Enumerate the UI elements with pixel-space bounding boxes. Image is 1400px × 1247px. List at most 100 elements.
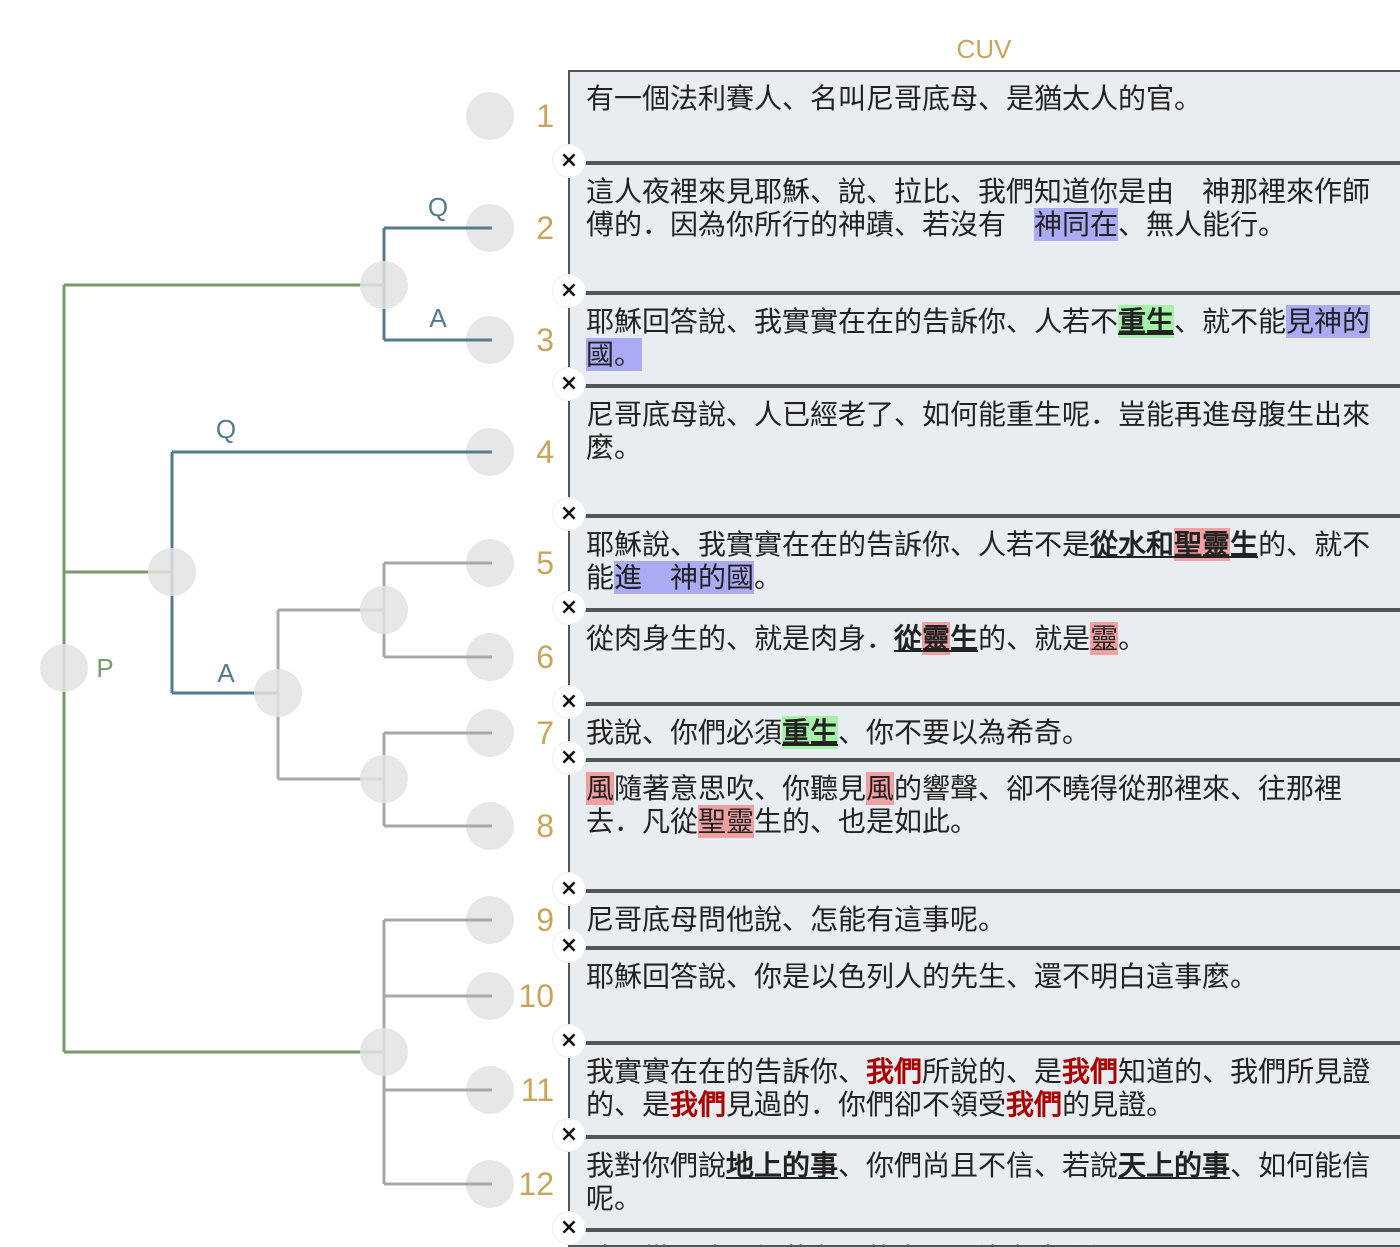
- verse-phrase: 我實實在在的告訴你、: [586, 1055, 867, 1088]
- group-node[interactable]: [148, 548, 196, 596]
- verse-phrase: 所說的、是: [922, 1055, 1063, 1088]
- verse-phrase: 的見證。: [1062, 1088, 1175, 1121]
- verse-phrase: 、你們尚且不信、若說: [838, 1149, 1119, 1182]
- verse-text-6: 從肉身生的、就是肉身．從靈生的、就是靈。: [568, 610, 1400, 704]
- highlighted-phrase: 聖靈: [698, 805, 755, 838]
- verse-number-7: 7: [536, 715, 554, 751]
- verse-phrase: 的、就不能: [586, 528, 1371, 594]
- remove-break-button[interactable]: ×: [553, 275, 585, 307]
- verse-number-4: 4: [536, 434, 554, 470]
- highlighted-phrase: 重生: [782, 716, 839, 749]
- highlighted-phrase: 我們: [1006, 1088, 1063, 1121]
- verse-text-10: 耶穌回答說、你是以色列人的先生、還不明白這事麼。: [568, 948, 1400, 1043]
- group-node[interactable]: [360, 1028, 408, 1076]
- highlighted-phrase: 風: [866, 772, 895, 805]
- verse-phrase: 隨著意思吹、你聽見: [614, 772, 867, 805]
- verse-text-9: 尼哥底母問他說、怎能有這事呢。: [568, 891, 1400, 948]
- group-node[interactable]: [360, 586, 408, 634]
- verse-phrase: 見過的．你們卻不領受: [726, 1088, 1007, 1121]
- remove-break-button[interactable]: ×: [553, 686, 585, 718]
- verse-text-8: 風隨著意思吹、你聽見風的響聲、卻不曉得從那裡來、往那裡去．凡從聖靈生的、也是如此…: [568, 760, 1400, 891]
- highlighted-phrase: 我們: [1062, 1055, 1119, 1088]
- remove-break-button[interactable]: ×: [553, 592, 585, 624]
- remove-break-button[interactable]: ×: [553, 1025, 585, 1057]
- highlighted-phrase: 風: [586, 772, 615, 805]
- highlighted-phrase: 生: [950, 622, 979, 655]
- highlighted-phrase: 從水和: [1090, 528, 1175, 561]
- remove-break-button[interactable]: ×: [553, 1212, 585, 1244]
- verse-phrase: 、就不能: [1174, 305, 1287, 338]
- question-label: Q: [216, 414, 236, 444]
- verse-phrase: 知道的、我們所見證的、是: [586, 1055, 1371, 1121]
- verse-text-7: 我說、你們必須重生、你不要以為希奇。: [568, 704, 1400, 760]
- group-node[interactable]: [254, 669, 302, 717]
- highlighted-phrase: 我們: [670, 1088, 727, 1121]
- verse-phrase: 尼哥底母問他說、怎能有這事呢。: [586, 903, 1007, 936]
- verse-phrase: 除了從天降下仍舊在天的人子、沒有人升過天。: [586, 1242, 1174, 1245]
- verse-text-12: 我對你們說地上的事、你們尚且不信、若說天上的事、如何能信呢。: [568, 1137, 1400, 1230]
- verse-text-4: 尼哥底母說、人已經老了、如何能重生呢．豈能再進母腹生出來麼。: [568, 386, 1400, 516]
- remove-break-button[interactable]: ×: [553, 742, 585, 774]
- outline-tree: Q A Q A P: [40, 92, 514, 1208]
- highlighted-phrase: 地上的事: [726, 1149, 839, 1182]
- highlighted-phrase: 我們: [866, 1055, 923, 1088]
- answer-label: A: [217, 658, 235, 688]
- verse-phrase: 我說、你們必須: [586, 716, 783, 749]
- verse-phrase: 這人夜裡來見耶穌、說、拉比、我們知道你是由 神那裡來作師傅的．因為你所行的神蹟、…: [586, 175, 1371, 241]
- answer-label: A: [429, 303, 447, 333]
- verse-number-10: 10: [518, 978, 554, 1014]
- verse-number-8: 8: [536, 808, 554, 844]
- question-label: Q: [428, 192, 448, 222]
- verse-text-13: 除了從天降下仍舊在天的人子、沒有人升過天。: [568, 1230, 1400, 1247]
- highlighted-phrase: 天上的事: [1118, 1149, 1231, 1182]
- verse-phrase: 。: [754, 561, 783, 594]
- verse-phrase: 從肉身生的、就是肉身．: [586, 622, 895, 655]
- verse-number-9: 9: [536, 902, 554, 938]
- remove-break-button[interactable]: ×: [553, 873, 585, 905]
- remove-break-button[interactable]: ×: [553, 930, 585, 962]
- verse-number-3: 3: [536, 322, 554, 358]
- leaf-node-1[interactable]: [466, 92, 514, 140]
- group-node[interactable]: [360, 755, 408, 803]
- highlighted-phrase: 聖靈: [1174, 528, 1231, 561]
- verse-phrase: 、如何能信呢。: [586, 1149, 1371, 1215]
- remove-break-button[interactable]: ×: [553, 145, 585, 177]
- verse-phrase: 耶穌回答說、你是以色列人的先生、還不明白這事麼。: [586, 960, 1259, 993]
- verse-phrase: 的、就是: [978, 622, 1091, 655]
- highlighted-phrase: 生: [1230, 528, 1259, 561]
- group-node[interactable]: [360, 261, 408, 309]
- highlighted-phrase: 重生: [1118, 305, 1175, 338]
- verse-number-12: 12: [518, 1166, 554, 1202]
- highlighted-phrase: 靈: [922, 622, 951, 655]
- highlighted-phrase: 進 神的國: [614, 561, 755, 594]
- verse-number-11: 11: [520, 1072, 554, 1108]
- verse-text-2: 這人夜裡來見耶穌、說、拉比、我們知道你是由 神那裡來作師傅的．因為你所行的神蹟、…: [568, 163, 1400, 293]
- verse-text-1: 有一個法利賽人、名叫尼哥底母、是猶太人的官。: [568, 70, 1400, 163]
- verse-phrase: 、無人能行。: [1118, 208, 1287, 241]
- verse-text-11: 我實實在在的告訴你、我們所說的、是我們知道的、我們所見證的、是我們見過的．你們卻…: [568, 1043, 1400, 1137]
- paragraph-label: P: [96, 653, 113, 683]
- remove-break-button[interactable]: ×: [553, 368, 585, 400]
- verse-number-6: 6: [536, 639, 554, 675]
- remove-break-button[interactable]: ×: [553, 1119, 585, 1151]
- verse-text-3: 耶穌回答說、我實實在在的告訴你、人若不重生、就不能見神的國。: [568, 293, 1400, 386]
- verse-phrase: 我對你們說: [586, 1149, 727, 1182]
- column-header: CUV: [956, 34, 1012, 64]
- verse-phrase: 尼哥底母說、人已經老了、如何能重生呢．豈能再進母腹生出來麼。: [586, 398, 1371, 464]
- verse-phrase: 。: [1118, 622, 1147, 655]
- verse-text-5: 耶穌說、我實實在在的告訴你、人若不是從水和聖靈生的、就不能進 神的國。: [568, 516, 1400, 610]
- verse-phrase: 有一個法利賽人、名叫尼哥底母、是猶太人的官。: [586, 82, 1203, 115]
- remove-break-button[interactable]: ×: [553, 498, 585, 530]
- verse-phrase: 耶穌說、我實實在在的告訴你、人若不是: [586, 528, 1091, 561]
- verse-phrase: 、你不要以為希奇。: [838, 716, 1091, 749]
- verse-number-1: 1: [536, 98, 554, 134]
- highlighted-phrase: 靈: [1090, 622, 1119, 655]
- verse-phrase: 的響聲、卻不曉得從那裡來、往那裡去．凡從: [586, 772, 1343, 838]
- root-node[interactable]: [40, 644, 88, 692]
- highlighted-phrase: 神同在: [1034, 208, 1119, 241]
- verse-number-5: 5: [536, 545, 554, 581]
- highlighted-phrase: 從: [894, 622, 923, 655]
- verse-phrase: 生的、也是如此。: [754, 805, 979, 838]
- verse-phrase: 耶穌回答說、我實實在在的告訴你、人若不: [586, 305, 1119, 338]
- verse-number-2: 2: [536, 210, 554, 246]
